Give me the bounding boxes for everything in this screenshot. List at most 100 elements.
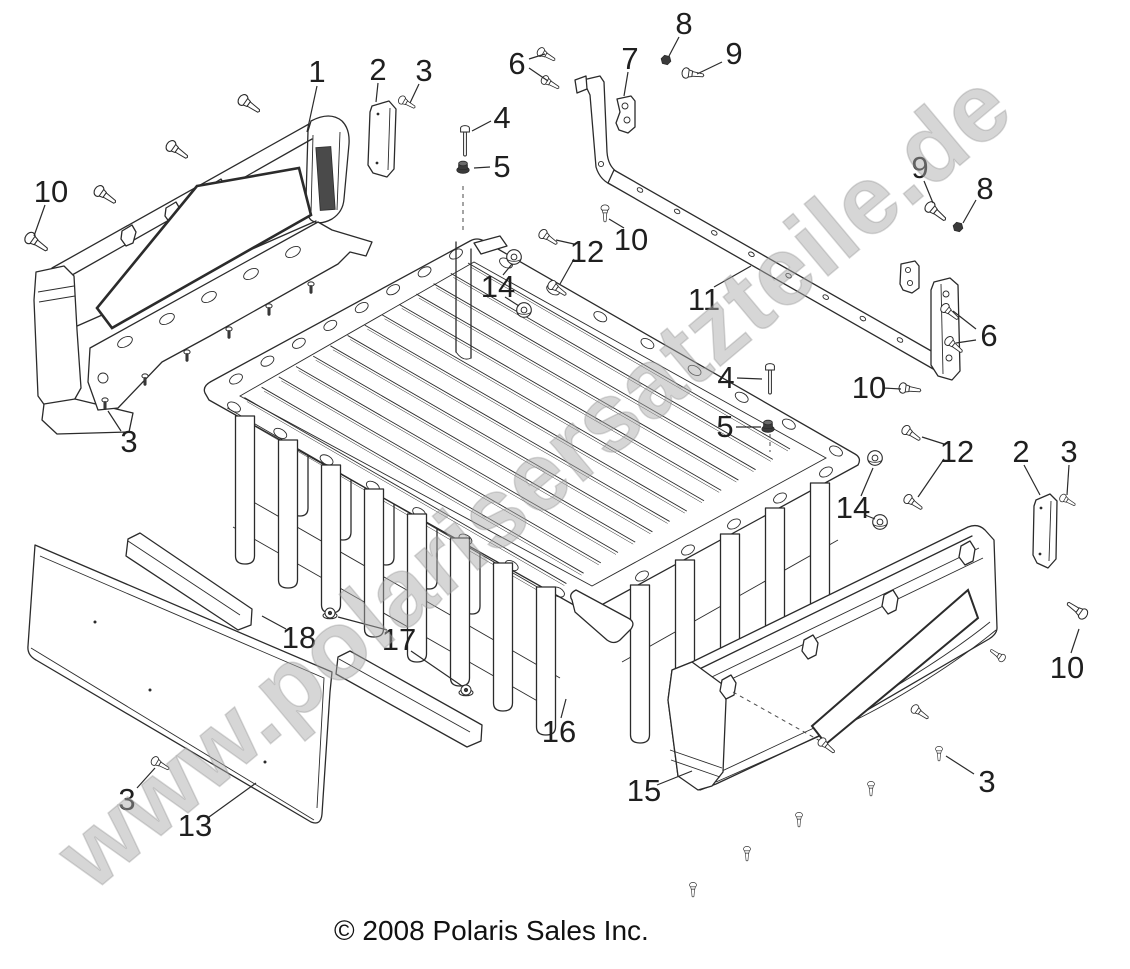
part-front-panel — [33, 115, 373, 435]
leader-line — [1023, 464, 1041, 496]
callout-label-4: 4 — [717, 360, 734, 395]
leader-line — [471, 120, 492, 132]
part-frame-rail — [574, 75, 961, 381]
watermark-text: www.polarisersatzteile.de — [35, 50, 1031, 910]
callout-label-18: 18 — [282, 620, 316, 655]
leader-line — [410, 650, 463, 687]
leader-line — [473, 166, 491, 169]
callout-label-16: 16 — [542, 714, 576, 749]
callout-label-2: 2 — [1012, 434, 1029, 469]
screw — [743, 846, 751, 862]
bolt — [765, 363, 775, 395]
screw — [901, 492, 926, 514]
screw — [867, 781, 875, 797]
callout-label-10: 10 — [1050, 650, 1084, 685]
screw — [163, 138, 192, 163]
callout-label-10: 10 — [852, 370, 886, 405]
callout-label-3: 3 — [978, 764, 995, 799]
washer — [516, 302, 532, 318]
bed-flange-holes — [227, 248, 843, 598]
callout-label-12: 12 — [570, 234, 604, 269]
bed-posts-front — [234, 415, 557, 736]
leader-line — [502, 263, 513, 276]
callout-label-2: 2 — [369, 52, 386, 87]
leader-line — [504, 296, 520, 307]
callout-label-10: 10 — [34, 174, 68, 209]
screw — [909, 702, 932, 723]
leader-line — [882, 387, 902, 390]
leader-line — [559, 258, 575, 285]
small-screw — [265, 303, 273, 316]
washer — [872, 514, 888, 530]
screw — [600, 204, 610, 223]
leader-line — [528, 67, 549, 82]
part-pad-top — [367, 100, 397, 178]
leader-line — [528, 53, 546, 60]
callout-label-17: 17 — [382, 622, 416, 657]
leader-line — [945, 755, 975, 775]
callout-label-6: 6 — [980, 318, 997, 353]
leader-line — [917, 458, 945, 498]
callout-label-9: 9 — [911, 150, 928, 185]
screw — [396, 94, 418, 112]
leader-line — [560, 698, 567, 719]
leader-line — [375, 82, 379, 103]
callout-label-11: 11 — [688, 282, 720, 317]
callout-label-9: 9 — [725, 36, 742, 71]
flange-nut — [456, 160, 470, 174]
assembly-dashed-lines — [462, 186, 823, 743]
callout-label-14: 14 — [836, 490, 870, 525]
leader-line — [864, 514, 876, 520]
screw — [897, 381, 923, 397]
part-side-panel-right — [667, 524, 998, 791]
screw — [235, 92, 264, 117]
screw — [899, 423, 924, 445]
leader-line — [208, 782, 257, 818]
part-tailgate-panel — [27, 544, 333, 824]
leader-line — [409, 83, 420, 104]
callout-label-1: 1 — [308, 54, 325, 89]
callout-label-6: 6 — [508, 46, 525, 81]
part-skid-strip-1 — [125, 532, 253, 631]
flange-nut — [761, 419, 775, 433]
callout-label-5: 5 — [716, 409, 733, 444]
part-skid-strip-2 — [335, 650, 483, 748]
leader-line — [608, 218, 625, 229]
small-screw — [307, 281, 315, 294]
leader-line — [136, 767, 156, 789]
callout-label-7: 7 — [621, 41, 638, 76]
hex-nut — [659, 54, 673, 66]
washer — [867, 450, 883, 466]
callout-label-12: 12 — [940, 434, 974, 469]
screw — [535, 45, 558, 65]
leader-line — [696, 61, 723, 75]
frame-rail-holes — [636, 187, 904, 343]
leader-line — [261, 615, 287, 630]
leader-line — [1066, 464, 1070, 496]
leader-line — [668, 36, 680, 57]
leader-line — [1070, 628, 1080, 654]
screw — [91, 183, 120, 208]
leader-line — [736, 377, 763, 380]
leader-line — [923, 180, 934, 204]
callout-label-3: 3 — [118, 782, 135, 817]
screw — [987, 646, 1008, 664]
leader-line — [952, 310, 977, 330]
screw — [22, 229, 52, 256]
callout-label-3: 3 — [415, 53, 432, 88]
small-screw — [225, 326, 233, 339]
bolt — [460, 125, 470, 157]
copyright-text: © 2008 Polaris Sales Inc. — [334, 915, 649, 946]
callout-label-13: 13 — [178, 808, 212, 843]
leader-lines-layer — [33, 36, 1080, 818]
bed-corner-channel — [455, 235, 508, 360]
flange-slots — [97, 245, 301, 384]
screw — [935, 746, 943, 762]
screw — [1063, 598, 1091, 622]
leader-line — [656, 770, 693, 786]
leader-line — [860, 467, 874, 497]
leader-line — [33, 204, 46, 237]
leader-line — [107, 410, 122, 432]
